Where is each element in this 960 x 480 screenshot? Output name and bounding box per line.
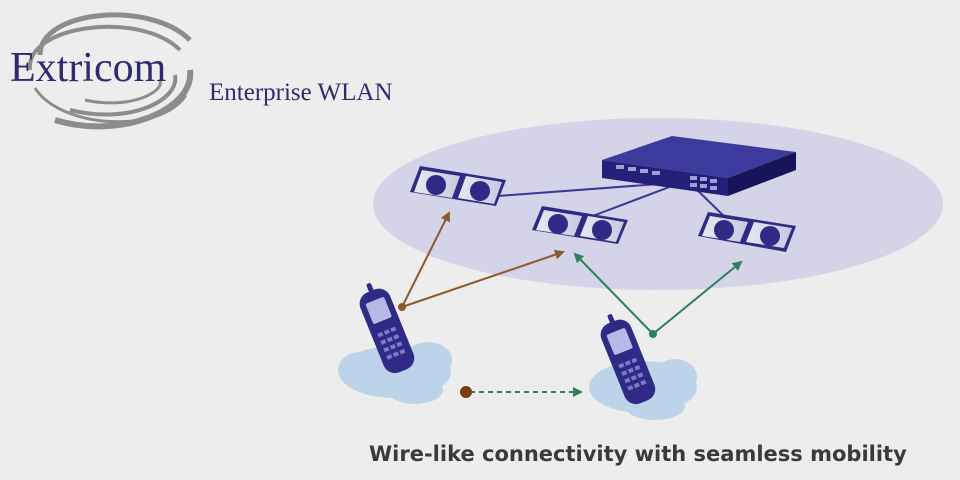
access-point-3 <box>698 212 796 252</box>
wired-link-ap-2 <box>589 182 681 218</box>
logo-swoosh <box>27 12 194 130</box>
mobile-phone-1 <box>359 283 415 374</box>
coverage-zone <box>373 118 943 290</box>
wireless-link-phone-2-ap-2 <box>573 252 654 335</box>
extricom-logo: Extricom <box>0 0 220 140</box>
diagram-caption: Wire-like connectivity with seamless mob… <box>369 442 907 466</box>
wireless-link-phone-2-ap-3 <box>652 260 743 335</box>
wireless-link-phone-1-ap-1 <box>401 211 450 308</box>
access-point-2 <box>532 206 628 244</box>
wireless-link-phone-1-ap-2 <box>401 249 565 308</box>
network-switch <box>602 136 796 196</box>
logo-tagline: Enterprise WLAN <box>209 79 393 106</box>
access-point-1 <box>410 166 506 206</box>
phone-1-signal-origin <box>398 303 406 311</box>
wireless-links-phone-2 <box>573 252 743 335</box>
wireless-links-phone-1 <box>401 211 565 308</box>
logo-brand-name: Extricom <box>10 45 167 91</box>
roaming-origin <box>460 386 472 398</box>
cloud-left <box>338 342 452 404</box>
mobile-phone-2 <box>600 314 656 405</box>
wired-link-ap-1 <box>497 182 673 197</box>
phone-2-signal-origin <box>649 330 657 338</box>
